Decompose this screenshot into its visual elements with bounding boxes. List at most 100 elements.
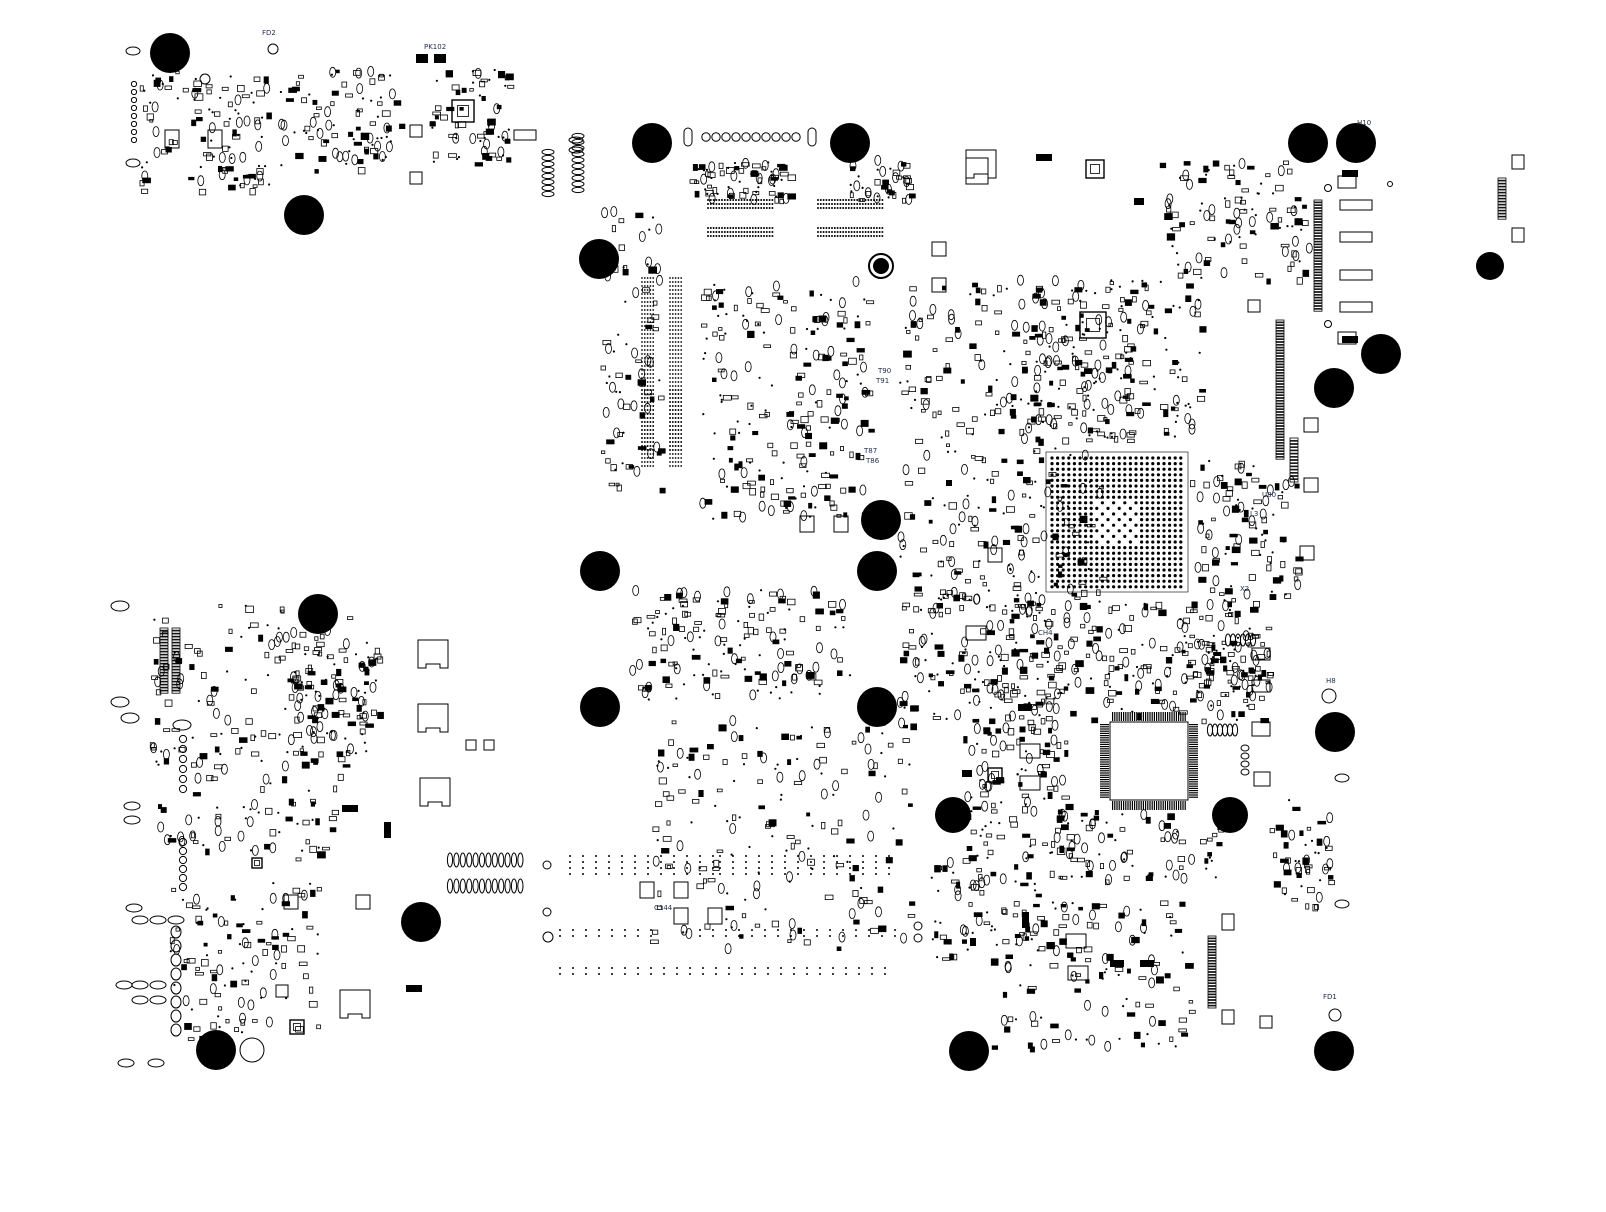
smd-pad: [836, 322, 844, 328]
ball: [677, 289, 680, 291]
smd-pad: [972, 688, 980, 693]
ball: [643, 293, 646, 295]
smd-pad: [646, 615, 656, 619]
ball: [643, 309, 646, 311]
bga-ball: [1095, 478, 1099, 482]
ball: [676, 967, 678, 969]
bga-ball: [1050, 568, 1054, 572]
via: [846, 860, 849, 864]
through-hole-pad: [879, 165, 887, 177]
header-pin: [1313, 275, 1323, 279]
smd-pad: [1045, 716, 1053, 722]
ball: [643, 449, 646, 451]
smd-pad: [769, 591, 777, 597]
through-hole-pad: [601, 207, 608, 219]
smd-pad: [1027, 719, 1035, 726]
via: [1110, 288, 1113, 291]
bga-ball: [1050, 546, 1054, 550]
smd-pad: [1119, 827, 1126, 832]
smd-pad: [830, 417, 839, 424]
bga-ball: [1151, 495, 1155, 499]
ball: [833, 227, 836, 229]
ball: [723, 235, 726, 237]
via: [933, 712, 936, 715]
bga-ball: [1156, 478, 1160, 482]
smd-pad: [841, 403, 848, 409]
smd-pad: [754, 923, 761, 928]
ball: [598, 935, 600, 937]
smd-pad: [302, 911, 308, 919]
through-hole-pad: [1034, 364, 1041, 376]
ball: [677, 373, 680, 375]
via: [304, 653, 307, 656]
through-hole-pad: [676, 747, 684, 759]
ball: [709, 207, 712, 209]
via: [651, 216, 655, 219]
smd-pad: [936, 603, 944, 609]
through-hole-pad: [864, 187, 872, 199]
through-hole-pad: [1208, 204, 1216, 216]
via: [906, 380, 909, 383]
ball: [765, 235, 768, 237]
via: [810, 726, 814, 729]
smd-pad: [945, 337, 953, 342]
bga-ball: [1156, 467, 1160, 471]
bga-ball: [1078, 518, 1082, 522]
bga-ball: [1179, 523, 1183, 527]
through-hole-pad: [235, 117, 243, 128]
smd-pad: [981, 304, 988, 312]
ball: [763, 227, 765, 229]
through-hole-pad: [1040, 530, 1048, 542]
smd-pad: [307, 664, 312, 672]
smd-pad: [940, 589, 947, 596]
through-hole-pad: [1248, 216, 1256, 228]
via: [370, 99, 373, 102]
smd-pad: [981, 457, 987, 464]
via: [990, 929, 993, 932]
smd-pad: [932, 348, 938, 352]
bga-ball: [1168, 546, 1172, 550]
smd-pad: [448, 153, 457, 158]
component-outline: [1251, 679, 1271, 693]
smd-pad: [1099, 576, 1108, 581]
through-hole-pad: [875, 906, 882, 918]
through-hole-pad: [316, 721, 324, 733]
bga-ball: [1140, 490, 1144, 494]
ball: [726, 227, 729, 229]
through-hole-pad: [708, 192, 716, 204]
via: [656, 764, 659, 767]
qfn-chip: [987, 767, 1003, 783]
through-hole-pad: [786, 871, 793, 883]
via: [242, 806, 245, 809]
smd-pad: [368, 659, 377, 666]
ball: [735, 203, 737, 205]
mounting-hole: [150, 33, 190, 73]
bga-ball: [1061, 506, 1065, 510]
smd-pad: [1227, 679, 1232, 684]
smd-pad: [782, 680, 787, 687]
smd-pad: [909, 629, 915, 634]
smd-pad: [656, 451, 662, 456]
through-hole-pad: [1259, 508, 1267, 520]
smd-pad: [285, 98, 294, 102]
bga-ball: [1151, 557, 1155, 561]
bga-ball: [1179, 490, 1183, 494]
ball: [674, 365, 677, 367]
ball: [763, 203, 765, 205]
bga-ball: [1089, 546, 1093, 550]
via: [981, 680, 985, 684]
header-pin: [1275, 386, 1285, 390]
bga-ball: [1151, 534, 1155, 539]
smd-pad: [1035, 606, 1043, 612]
via: [1003, 664, 1006, 668]
via: [1300, 228, 1303, 231]
bga-ball: [1179, 478, 1183, 482]
smd-pad: [328, 816, 337, 822]
ball: [649, 413, 652, 415]
smd-pad: [915, 335, 920, 341]
smd-pad: [1064, 740, 1069, 745]
through-hole-pad: [768, 175, 775, 186]
through-hole-pad: [1025, 605, 1033, 616]
via: [968, 701, 971, 704]
ball: [641, 433, 643, 435]
